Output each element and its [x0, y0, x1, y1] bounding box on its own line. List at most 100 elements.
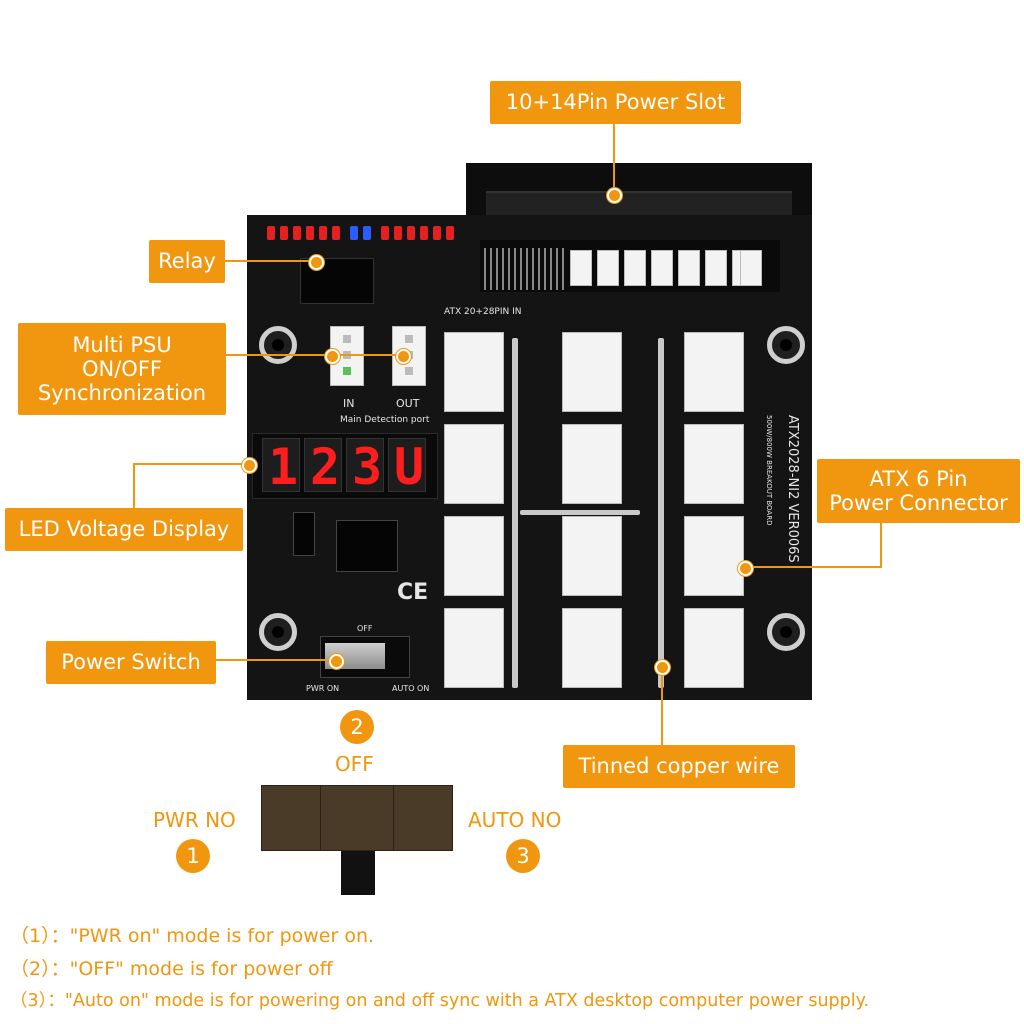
- callout-power-switch-text: Power Switch: [61, 650, 201, 675]
- switch-lever: [341, 851, 375, 895]
- callout-power-slot: 10+14Pin Power Slot: [490, 81, 741, 124]
- callout-multi-psu: Multi PSU ON/OFF Synchronization: [18, 323, 226, 415]
- connector-pin: [343, 335, 351, 343]
- leader-line: [880, 523, 882, 568]
- callout-atx6: ATX 6 Pin Power Connector: [817, 459, 1020, 523]
- callout-power-switch: Power Switch: [46, 641, 216, 684]
- display-digit: U: [394, 438, 425, 496]
- power-slot-connector: [466, 163, 812, 223]
- mounting-hole: [259, 613, 297, 651]
- leader-dot: [325, 349, 340, 364]
- note-auto-on: （3）："Auto on" mode is for powering on an…: [10, 991, 870, 1011]
- detection-port-label: Main Detection port: [340, 415, 430, 425]
- capacitor-component: [293, 512, 315, 556]
- atx-6pin-connector: [562, 332, 622, 412]
- callout-atx6-text: Power Connector: [829, 491, 1008, 515]
- callout-led-display-text: LED Voltage Display: [18, 517, 230, 542]
- ce-mark: CE: [397, 580, 429, 605]
- leader-dot: [396, 349, 411, 364]
- callout-relay: Relay: [149, 240, 225, 283]
- in-label: IN: [343, 397, 355, 410]
- display-digit: 2: [310, 438, 341, 496]
- callout-copper-wire-text: Tinned copper wire: [578, 754, 780, 779]
- slot-terminal: [624, 250, 646, 286]
- leader-dot: [329, 654, 344, 669]
- note-pwr-on: （1）："PWR on" mode is for power on.: [10, 925, 375, 947]
- leader-dot: [655, 660, 670, 675]
- status-led: [306, 226, 314, 240]
- auto-on-silk-label: AUTO ON: [392, 684, 430, 693]
- leader-line: [225, 260, 315, 262]
- display-digit: 3: [352, 438, 383, 496]
- connector-pin: [405, 335, 413, 343]
- callout-copper-wire: Tinned copper wire: [563, 745, 795, 788]
- leader-dot: [242, 458, 257, 473]
- off-silk-label: OFF: [357, 624, 373, 633]
- switch-segment-auto: [393, 785, 453, 851]
- auto-no-label: AUTO NO: [468, 808, 562, 832]
- slot-terminal: [570, 250, 592, 286]
- copper-wire-bar: [520, 510, 640, 515]
- copper-wire-bar: [658, 338, 664, 688]
- atx-6pin-connector: [562, 424, 622, 504]
- status-led: [363, 226, 371, 240]
- num-3-badge: 3: [506, 839, 540, 873]
- num-1-badge: 1: [176, 839, 210, 873]
- display-digit-tile: [346, 438, 384, 492]
- display-digit-tile: [388, 438, 426, 492]
- num-2-badge: 2: [340, 710, 374, 744]
- slot-pins: [484, 248, 564, 290]
- leader-dot: [607, 188, 622, 203]
- breakout-label: 500W/800W BREAKOUT BOARD: [765, 415, 773, 526]
- status-led: [446, 226, 454, 240]
- mounting-hole: [767, 613, 805, 651]
- leader-dot: [738, 561, 753, 576]
- leader-line: [613, 124, 615, 194]
- connector-pin: [343, 367, 351, 375]
- slot-terminal: [678, 250, 700, 286]
- leader-line: [216, 659, 334, 661]
- leader-line: [133, 463, 135, 508]
- display-digit-tile: [262, 438, 300, 492]
- atx-6pin-connector: [444, 332, 504, 412]
- status-led: [433, 226, 441, 240]
- status-led: [319, 226, 327, 240]
- mounting-hole: [259, 326, 297, 364]
- note-off: （2）："OFF" mode is for power off: [10, 958, 333, 980]
- atx-6pin-connector: [684, 332, 744, 412]
- switch-segment-off: [320, 785, 394, 851]
- status-led: [381, 226, 389, 240]
- off-label: OFF: [335, 752, 374, 776]
- atx-6pin-connector: [684, 516, 744, 596]
- slot-terminal: [597, 250, 619, 286]
- model-label: ATX2028-NI2 VER006S: [785, 415, 800, 563]
- status-led: [332, 226, 340, 240]
- leader-line: [226, 354, 402, 356]
- display-digit: 1: [268, 438, 299, 496]
- pwr-on-silk-label: PWR ON: [306, 684, 340, 693]
- mounting-hole: [767, 326, 805, 364]
- status-led: [293, 226, 301, 240]
- leader-line: [661, 666, 663, 745]
- out-label: OUT: [396, 397, 420, 410]
- status-led: [267, 226, 275, 240]
- atx-6pin-connector: [562, 608, 622, 688]
- leader-dot: [309, 255, 324, 270]
- atx-6pin-connector: [562, 516, 622, 596]
- status-led: [407, 226, 415, 240]
- connector-pin: [405, 367, 413, 375]
- callout-multi-psu-text: Multi PSU: [72, 332, 172, 357]
- status-led: [394, 226, 402, 240]
- display-digit-tile: [304, 438, 342, 492]
- status-led: [350, 226, 358, 240]
- atx-6pin-connector: [684, 424, 744, 504]
- copper-wire-bar: [512, 338, 518, 688]
- callout-multi-psu-text: Synchronization: [37, 381, 207, 406]
- callout-led-display: LED Voltage Display: [5, 508, 243, 551]
- atx-6pin-connector: [444, 608, 504, 688]
- pwr-no-label: PWR NO: [153, 808, 236, 832]
- slot-ridge: [486, 191, 792, 217]
- ic-chip: [336, 520, 398, 572]
- callout-relay-text: Relay: [158, 249, 216, 274]
- slot-terminal: [705, 250, 727, 286]
